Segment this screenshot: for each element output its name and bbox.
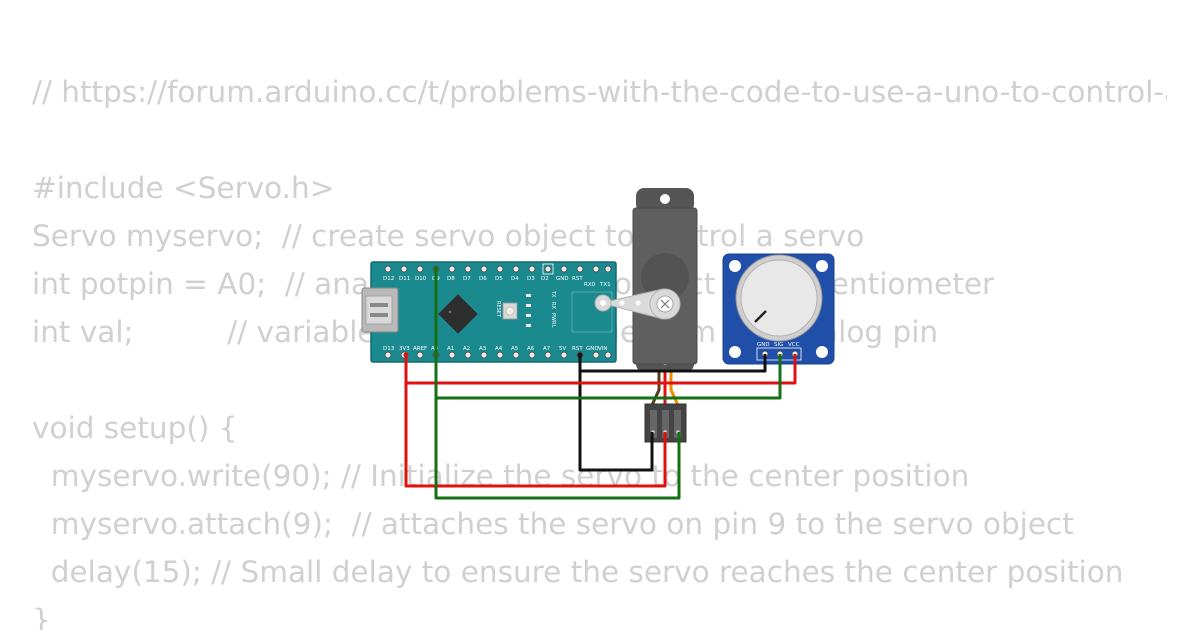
potentiometer-module[interactable] xyxy=(722,253,835,365)
wire-5v-servo xyxy=(404,383,667,488)
led-labels: TX RX PWR L xyxy=(550,290,556,328)
pin-label: D10 xyxy=(415,276,427,282)
status-leds xyxy=(526,294,531,327)
pin-label: A5 xyxy=(511,346,519,352)
servo-gear-housing xyxy=(641,253,689,301)
servo-motor[interactable] xyxy=(594,188,698,372)
top-pin-labels: D12 D11 D10 D9 D8 D7 D6 D5 D4 D3 D2 GND … xyxy=(383,276,611,288)
code-line: #include <Servo.h> xyxy=(32,171,335,205)
led-label: RX xyxy=(550,302,556,309)
code-line: } xyxy=(32,603,51,630)
servo-mount-hole xyxy=(660,194,670,204)
code-line: delay(15); // Small delay to ensure the … xyxy=(32,555,1124,589)
pin-label: A4 xyxy=(495,346,503,352)
pot-indicator xyxy=(754,310,767,323)
pin-label: VCC xyxy=(788,342,800,348)
bottom-pin-labels: D13 3V3 AREF A0 A1 A2 A3 A4 A5 A6 A7 5V … xyxy=(383,346,608,352)
servo-cable xyxy=(650,372,680,406)
pot-knob[interactable] xyxy=(740,259,818,337)
wire-gnd-servo xyxy=(578,371,654,472)
pin xyxy=(384,265,612,273)
usb-connector xyxy=(361,287,399,333)
reset-button[interactable] xyxy=(502,302,518,320)
wire-5v-pot xyxy=(404,354,797,385)
pin-label: GND xyxy=(556,276,569,282)
pin-label: A2 xyxy=(463,346,470,352)
pin-label: GND xyxy=(586,346,599,352)
pin-label: AREF xyxy=(413,346,427,352)
code-line: myservo.attach(9); // attaches the servo… xyxy=(32,507,1074,541)
arduino-nano[interactable]: D12 D11 D10 D9 D8 D7 D6 D5 D4 D3 D2 GND … xyxy=(361,261,617,363)
pot-pin-labels: GND SIG VCC xyxy=(757,342,800,348)
pin-label: D2 xyxy=(541,276,549,282)
pin-label: GND xyxy=(757,342,770,348)
pin-label: D4 xyxy=(511,276,519,282)
top-header xyxy=(384,263,612,275)
pin-label: D6 xyxy=(479,276,487,282)
code-background: // https://forum.arduino.cc/t/problems-w… xyxy=(32,68,1167,630)
pin-label: D7 xyxy=(463,276,471,282)
wire-d9-servo-signal xyxy=(434,269,681,500)
code-line: void setup() { xyxy=(32,411,238,445)
pin-label: D11 xyxy=(399,276,410,282)
reset-label: RESET xyxy=(495,301,501,318)
mount-hole xyxy=(729,346,741,358)
pin-label: D13 xyxy=(383,346,395,352)
pin-label: SIG xyxy=(774,342,783,348)
mount-hole xyxy=(816,346,828,358)
led-label: L xyxy=(550,325,556,328)
led-label: PWR xyxy=(550,313,556,325)
led-label: TX xyxy=(550,290,556,298)
pin-label: D12 xyxy=(383,276,394,282)
mcu-chip xyxy=(438,294,478,334)
pin-label: D5 xyxy=(495,276,503,282)
mount-hole xyxy=(816,260,828,272)
pin-label: A1 xyxy=(447,346,454,352)
wires xyxy=(404,269,797,500)
pin-label: A7 xyxy=(543,346,551,352)
wire-gnd-nano-pot xyxy=(578,354,767,373)
pin-label: RX0 xyxy=(584,282,596,288)
pin-label: RST xyxy=(572,276,583,282)
wire-endpoints xyxy=(403,266,583,358)
pin-label: D8 xyxy=(447,276,455,282)
pin-label: 5V xyxy=(559,346,566,352)
pin-label: D3 xyxy=(527,276,535,282)
code-line: // https://forum.arduino.cc/t/problems-w… xyxy=(32,75,1167,109)
pin-label: RST xyxy=(572,346,583,352)
icsp-outline xyxy=(571,291,613,333)
pin-label: 3V3 xyxy=(399,346,410,352)
mount-hole xyxy=(729,260,741,272)
pin-label: A3 xyxy=(479,346,487,352)
pin-label: A6 xyxy=(527,346,535,352)
pin-label: VIN xyxy=(598,346,608,352)
servo-screw-icon xyxy=(660,299,670,309)
pin-label: TX1 xyxy=(599,282,611,288)
